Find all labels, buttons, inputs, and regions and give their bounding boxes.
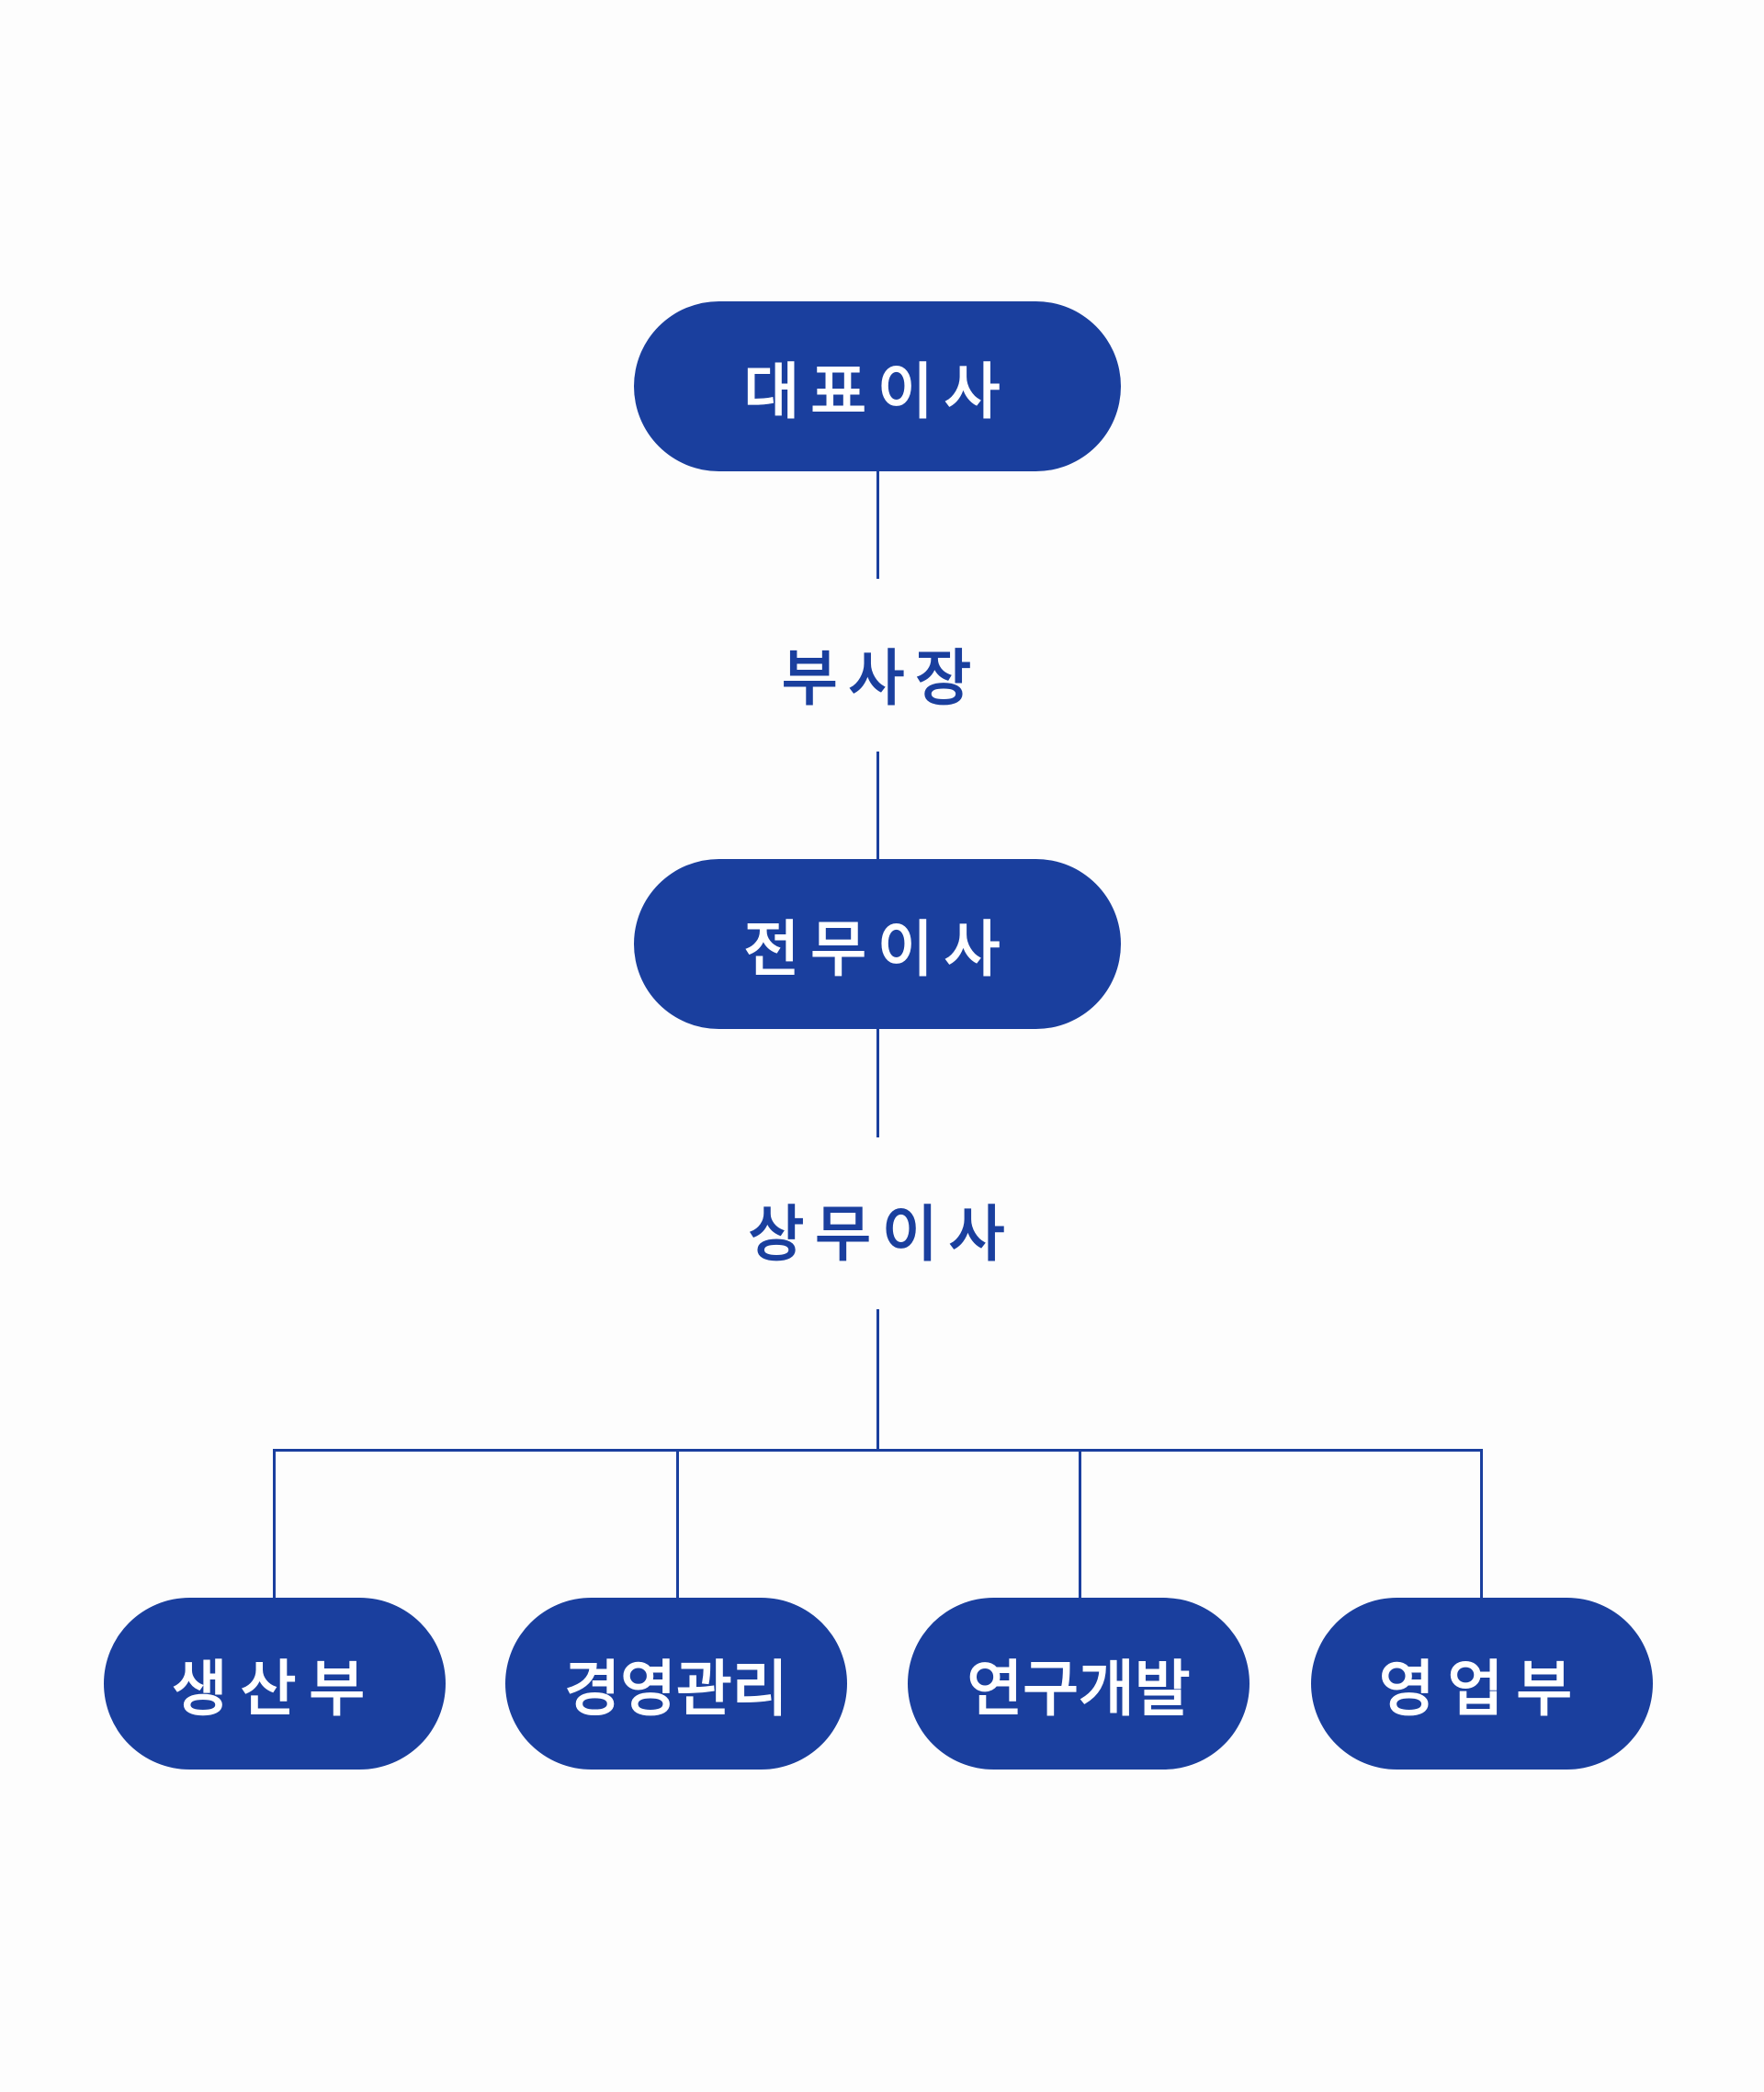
connector-managing-branch (876, 1309, 879, 1452)
node-dept-sales: 영업부 (1311, 1598, 1653, 1770)
node-senior-managing-director: 전무이사 (634, 859, 1121, 1029)
branch-bar (274, 1449, 1483, 1452)
connector-vp-senior (876, 752, 879, 860)
node-vice-president: 부사장 (781, 643, 983, 714)
node-ceo: 대표이사 (634, 301, 1121, 471)
connector-dept-3 (1079, 1449, 1081, 1599)
node-dept-rnd: 연구개발 (908, 1598, 1250, 1770)
connector-dept-1 (273, 1449, 276, 1599)
connector-dept-4 (1480, 1449, 1483, 1599)
node-dept-management: 경영관리 (505, 1598, 847, 1770)
connector-senior-managing (876, 1029, 879, 1137)
node-managing-director: 상무이사 (748, 1199, 1016, 1270)
node-dept-production: 생산부 (104, 1598, 446, 1770)
connector-dept-2 (676, 1449, 679, 1599)
connector-ceo-vp (876, 470, 879, 579)
